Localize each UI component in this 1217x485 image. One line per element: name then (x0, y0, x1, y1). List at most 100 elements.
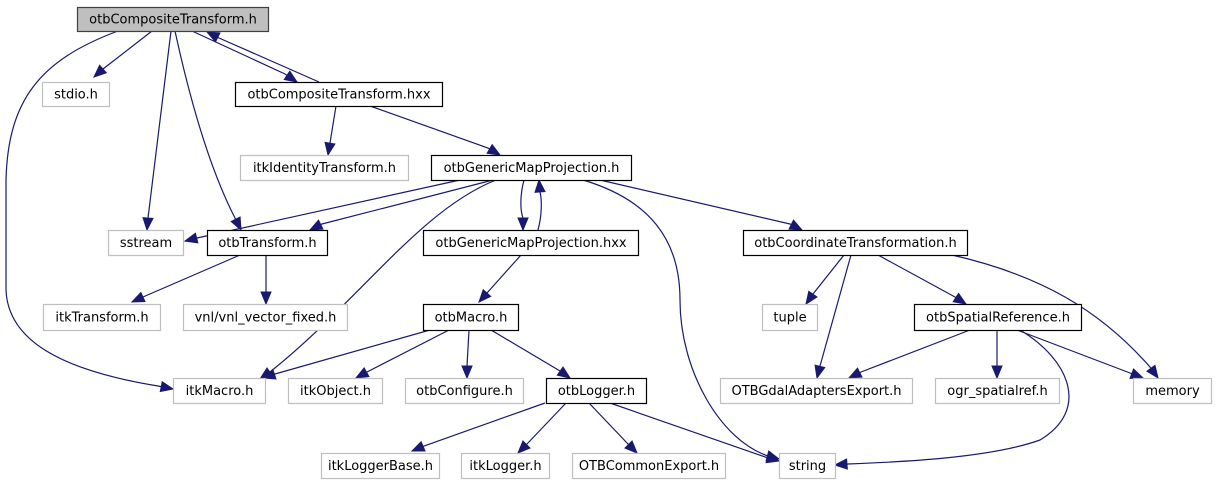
node-label: itkIdentityTransform.h (253, 161, 396, 176)
node-box (320, 452, 441, 480)
node-itkMacro: itkMacro.h (172, 377, 267, 405)
edge-line (174, 30, 242, 231)
node-otbTransform[interactable]: otbTransform.h (206, 229, 329, 257)
node-label: string (789, 459, 826, 474)
node-box (287, 377, 384, 405)
node-label: OTBGdalAdaptersExport.h (731, 384, 901, 399)
node-label: itkTransform.h (55, 311, 148, 326)
node-label: otbCompositeTransform.h (89, 13, 257, 28)
node-gmp[interactable]: otbGenericMapProjection.h (430, 154, 633, 182)
edge-line (259, 179, 497, 380)
arrowhead-icon (805, 290, 818, 306)
node-otbLogger[interactable]: otbLogger.h (545, 377, 648, 405)
arrowhead-icon (814, 364, 826, 380)
node-label: itkLoggerBase.h (328, 459, 433, 474)
node-box (422, 303, 520, 332)
edge-line (309, 179, 494, 231)
edge-line (951, 254, 1159, 379)
node-box (460, 452, 551, 480)
node-cthxx[interactable]: otbCompositeTransform.hxx (234, 81, 444, 108)
edge-line (816, 254, 852, 379)
arrowhead-icon (1145, 364, 1159, 380)
node-itkIdentity: itkIdentityTransform.h (239, 154, 410, 182)
arrowhead-icon (159, 380, 175, 393)
node-ogr: ogr_spatialref.h (934, 377, 1061, 405)
arrowhead-icon (283, 70, 299, 83)
node-label: itkLogger.h (469, 459, 541, 474)
node-box (545, 377, 648, 405)
arrowhead-icon (93, 64, 108, 78)
node-box (422, 229, 640, 257)
edge-line (599, 179, 803, 231)
node-label: otbCompositeTransform.hxx (247, 88, 430, 103)
edge-line (1016, 329, 1144, 379)
arrowhead-icon (847, 367, 863, 379)
edge-line (5, 30, 174, 390)
edge-otbMacro-to-otbConfigure (461, 329, 473, 380)
node-box (778, 452, 837, 480)
edge-line (206, 31, 320, 83)
arrowhead-icon (478, 288, 492, 303)
edge-gmp-to-otbTransform (308, 179, 494, 231)
node-otbMacro[interactable]: otbMacro.h (422, 303, 520, 332)
arrowhead-icon (624, 440, 638, 454)
node-coordTrans[interactable]: otbCoordinateTransformation.h (742, 229, 969, 257)
arrowhead-icon (486, 143, 502, 156)
node-box (234, 81, 444, 108)
arrowhead-icon (308, 219, 324, 231)
edge-otbMacro-to-itkObject (354, 329, 450, 379)
edge-line (848, 329, 971, 379)
edge-otbTransform-to-itkTransform (130, 254, 241, 303)
edge-otbLogger-to-commonExport (588, 402, 638, 454)
node-label: sstream (120, 236, 172, 251)
node-label: otbConfigure.h (416, 384, 513, 399)
edge-gmp-to-string (582, 179, 781, 462)
node-box (239, 154, 410, 182)
node-label: vnl/vnl_vector_fixed.h (195, 311, 337, 326)
node-box (404, 377, 525, 405)
edge-coordTrans-to-memory (951, 254, 1159, 380)
edge-coordTrans-to-spatialRef (877, 254, 968, 305)
arrowhead-icon (788, 219, 804, 231)
node-box (76, 6, 270, 33)
arrowhead-icon (991, 365, 1003, 380)
node-label: otbGenericMapProjection.h (444, 161, 620, 176)
arrowhead-icon (324, 141, 336, 157)
edge-root-to-otbTransform (174, 30, 242, 232)
edge-otbMacro-to-itkMacro (261, 329, 431, 380)
edge-otbTransform-to-vnl (260, 255, 272, 306)
node-root[interactable]: otbCompositeTransform.h (76, 6, 270, 33)
edge-line (369, 105, 501, 156)
arrowhead-icon (410, 440, 426, 452)
edge-root-to-cthxx (191, 30, 299, 83)
edge-spatialRef-to-ogr (991, 330, 1003, 380)
arrowhead-icon (461, 365, 473, 380)
node-label: memory (1145, 384, 1200, 399)
arrowhead-icon (517, 440, 531, 454)
arrowhead-icon (142, 217, 154, 232)
node-spatialRef[interactable]: otbSpatialReference.h (913, 303, 1083, 332)
node-label: itkMacro.h (186, 384, 254, 399)
arrowhead-icon (354, 366, 370, 379)
node-string: string (778, 452, 837, 480)
node-box (934, 377, 1061, 405)
node-gdalExport: OTBGdalAdaptersExport.h (719, 377, 914, 405)
edge-gmphxx-to-gmp (534, 178, 546, 231)
node-commonExport: OTBCommonExport.h (571, 452, 727, 480)
arrowhead-icon (260, 291, 272, 306)
node-sstream: sstream (107, 229, 185, 257)
edge-line (877, 254, 967, 305)
node-memory: memory (1132, 377, 1213, 405)
arrowhead-icon (556, 366, 572, 379)
node-box (182, 303, 349, 332)
edge-spatialRef-to-string (833, 329, 1070, 470)
node-box (761, 303, 819, 332)
arrowhead-icon (534, 178, 546, 193)
node-label: ogr_spatialref.h (947, 384, 1047, 399)
node-label: otbTransform.h (218, 236, 316, 251)
node-box (571, 452, 727, 480)
node-box (41, 81, 111, 108)
node-itkLogger: itkLogger.h (460, 452, 551, 480)
node-gmphxx[interactable]: otbGenericMapProjection.hxx (422, 229, 640, 257)
